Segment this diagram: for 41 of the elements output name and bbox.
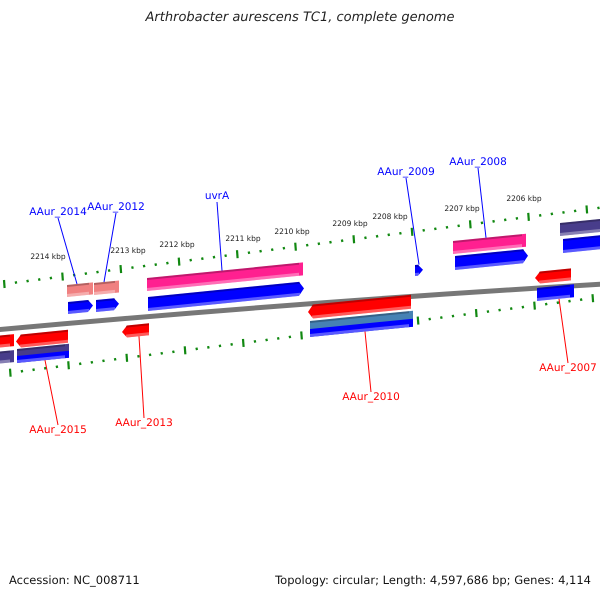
gene-feature — [68, 300, 93, 314]
gene-name-label: uvrA — [204, 191, 230, 202]
gene-feature — [415, 264, 423, 276]
gene-feature — [455, 249, 528, 270]
gene-feature — [16, 330, 68, 348]
gene-name-label: AAur_2007 — [539, 363, 597, 374]
leader-line — [104, 212, 116, 282]
gene-feature — [148, 282, 304, 311]
leader-line — [364, 331, 372, 392]
gene-feature — [563, 234, 600, 253]
gene-feature — [310, 310, 413, 337]
gene-feature — [535, 268, 571, 284]
gene-name-label: AAur_2009 — [377, 167, 435, 178]
leader-line — [44, 360, 58, 426]
gene-name-label: AAur_2014 — [29, 207, 87, 218]
gene-feature — [560, 218, 600, 236]
leader-line — [478, 168, 486, 238]
leader-line — [138, 336, 144, 418]
genome-summary-text: Topology: circular; Length: 4,597,686 bp; Genes: 4,114 — [275, 575, 591, 586]
gene-name-label: AAur_2013 — [115, 418, 173, 428]
gene-feature — [122, 323, 149, 338]
gene-feature — [67, 282, 93, 297]
gene-name-label: AAur_2008 — [449, 157, 507, 168]
accession-text: Accession: NC_008711 — [9, 575, 140, 586]
leader-line — [216, 202, 222, 271]
title: Arthrobacter aurescens TC1, complete genome — [146, 11, 454, 24]
gene-feature — [147, 262, 303, 291]
gene-name-label: AAur_2012 — [87, 202, 145, 212]
gene-feature — [453, 234, 526, 254]
gene-feature — [17, 344, 69, 363]
gene-feature — [0, 350, 14, 364]
gene-feature — [308, 294, 411, 319]
gene-feature — [0, 334, 14, 348]
gene-feature — [537, 284, 574, 301]
leader-line — [406, 178, 420, 266]
gene-name-label: AAur_2010 — [342, 392, 400, 402]
leader-line — [558, 298, 568, 364]
gene-feature — [96, 298, 119, 312]
gene-feature — [94, 280, 119, 295]
leader-line — [58, 218, 78, 284]
gene-name-label: AAur_2015 — [29, 425, 87, 436]
